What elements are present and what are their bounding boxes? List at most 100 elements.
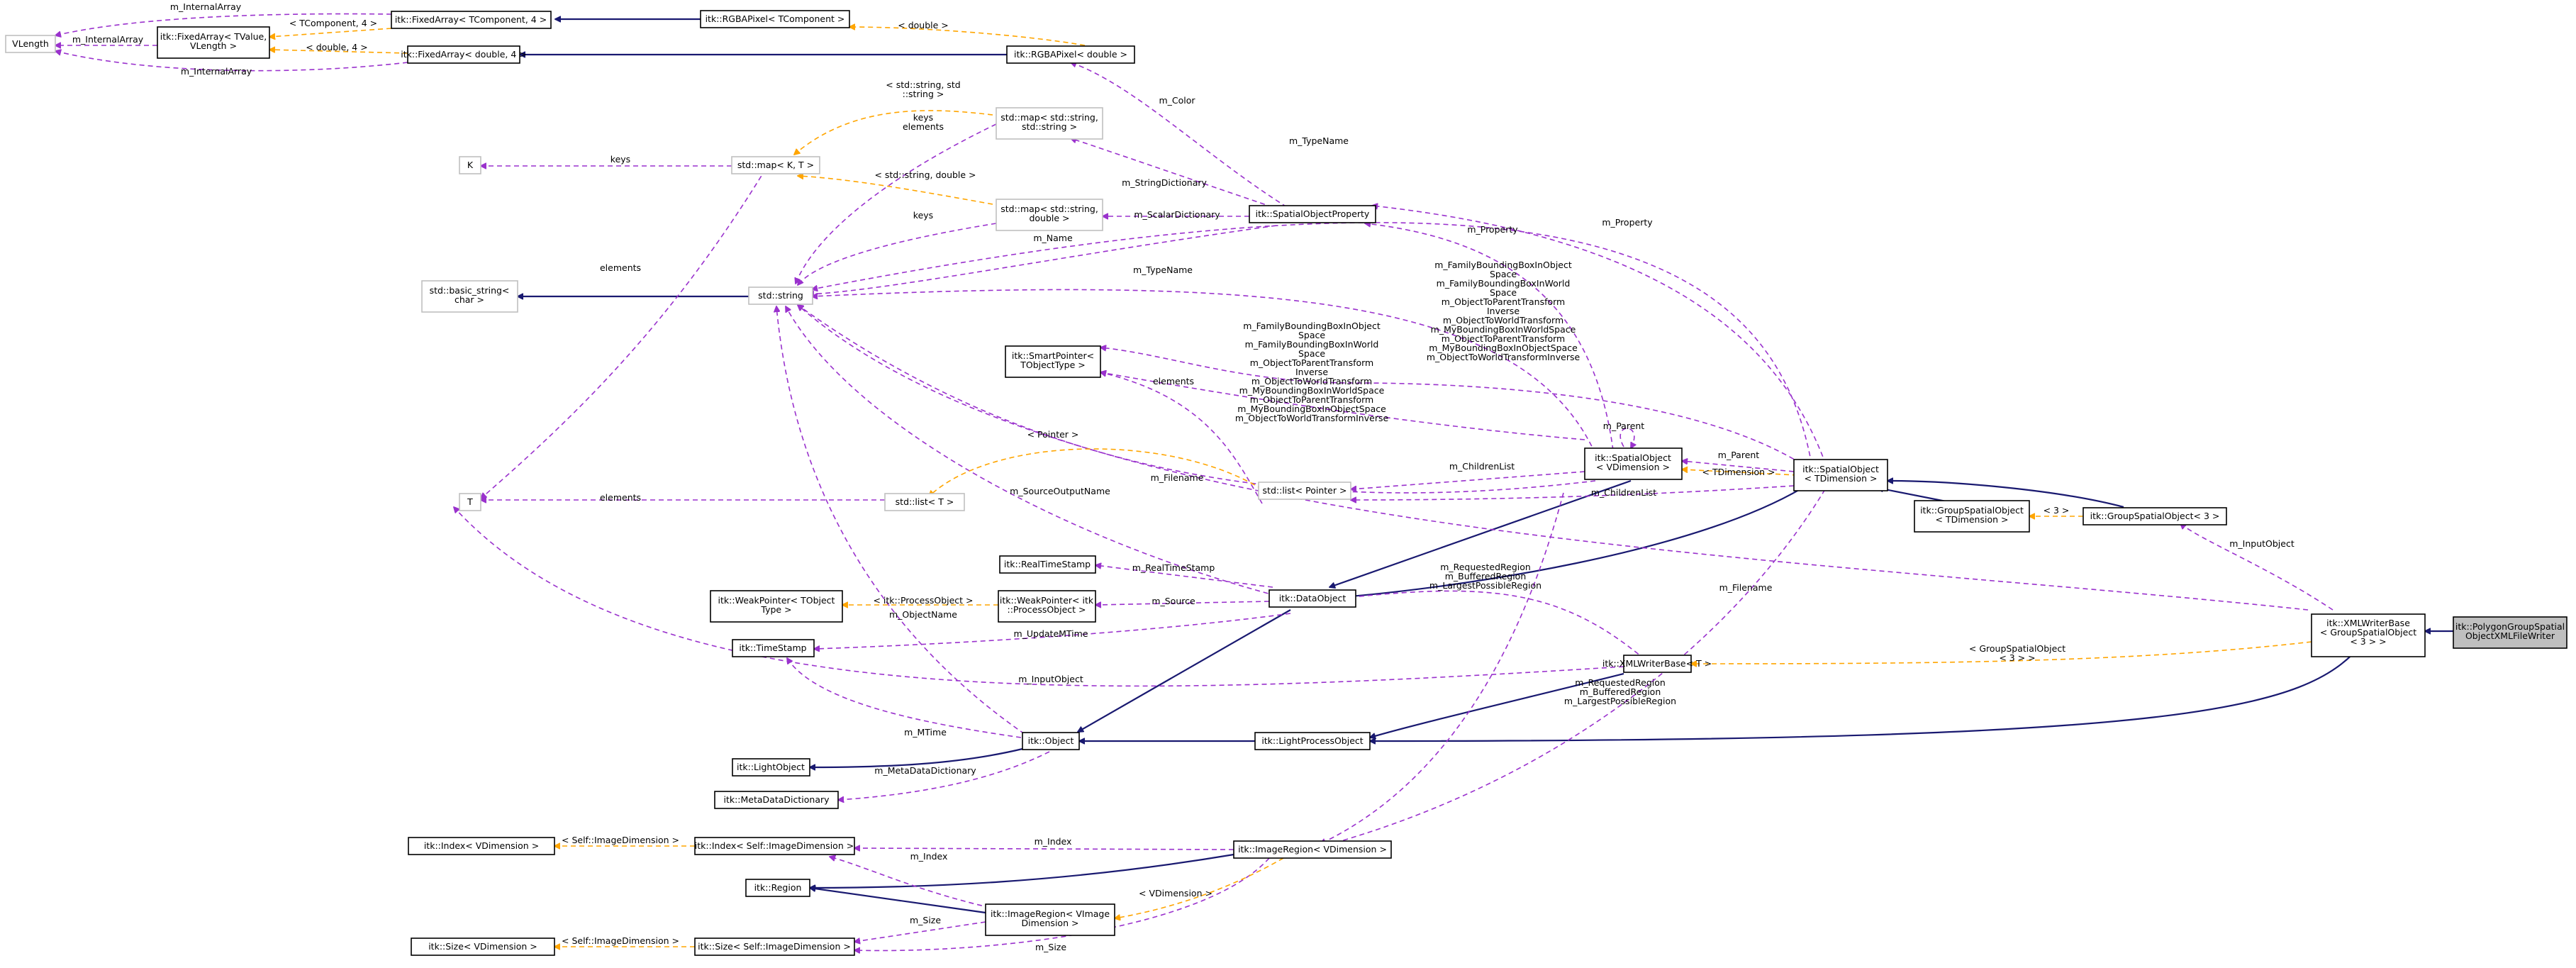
edge-label: m_ChildrenList: [1591, 487, 1656, 498]
node-t[interactable]: T: [459, 493, 481, 511]
edge-usage-sourceoutputname: [786, 306, 1277, 596]
node-std-map-kt[interactable]: std::map< K, T >: [731, 156, 820, 174]
edge-layer: [55, 13, 2453, 951]
node-lightobject[interactable]: itk::LightObject: [732, 758, 810, 777]
edge-label: m_TypeName: [1133, 265, 1193, 275]
text-line: m_ObjectToParentTransform: [1250, 394, 1374, 405]
edge-label: < Pointer >: [1027, 429, 1079, 440]
edge-usage-objectname: [776, 306, 1025, 735]
svg-text:std::string: std::string: [758, 290, 803, 301]
svg-text:itk::SmartPointer<TObjectType: itk::SmartPointer<TObjectType >: [1012, 350, 1094, 370]
node-index-vdim[interactable]: itk::Index< VDimension >: [408, 837, 555, 855]
node-std-basic-string[interactable]: std::basic_string<char >: [421, 280, 518, 313]
text-line: m_BufferedRegion: [1580, 686, 1661, 697]
text-line: keys: [913, 112, 933, 123]
node-fixedarray-tvalue[interactable]: itk::FixedArray< TValue,VLength >: [157, 26, 270, 59]
text-line: Inverse: [1295, 367, 1328, 377]
text-line: itk::GroupSpatialObject: [1920, 505, 2024, 516]
node-lightprocessobject[interactable]: itk::LightProcessObject: [1254, 732, 1371, 750]
text-line: m_Name: [1033, 233, 1073, 243]
svg-text:std::map< K, T >: std::map< K, T >: [737, 160, 814, 170]
node-rgbapixel-tcomponent[interactable]: itk::RGBAPixel< TComponent >: [700, 10, 850, 28]
node-index-self[interactable]: itk::Index< Self::ImageDimension >: [694, 837, 855, 855]
text-line: itk::MetaDataDictionary: [723, 794, 830, 805]
edge-label: < std::string, double >: [874, 169, 976, 180]
text-line: m_MyBoundingBoxInWorldSpace: [1431, 324, 1576, 335]
node-std-map-string-string[interactable]: std::map< std::string,std::string >: [996, 107, 1103, 140]
text-line: itk::FixedArray< TValue,: [160, 31, 267, 42]
node-fixedarray-double4[interactable]: itk::FixedArray< double, 4 >: [401, 45, 527, 64]
text-line: m_Size: [1035, 942, 1066, 952]
text-line: m_UpdateMTime: [1013, 628, 1088, 639]
edge-label-layer: m_InternalArray m_InternalArray m_Intern…: [72, 1, 2295, 952]
node-xmlwriterbase-group[interactable]: itk::XMLWriterBase< GroupSpatialObject< …: [2311, 613, 2426, 657]
node-spatialobjectproperty[interactable]: itk::SpatialObjectProperty: [1249, 205, 1376, 223]
node-groupspatialobject-tdim[interactable]: itk::GroupSpatialObject< TDimension >: [1914, 500, 2030, 533]
text-line: itk::SmartPointer<: [1012, 350, 1094, 361]
node-weakpointer-processobject[interactable]: itk::WeakPointer< itk::ProcessObject >: [998, 590, 1096, 623]
node-layer: VLength itk::FixedArray< TValue,VLength …: [5, 10, 2567, 956]
node-dataobject[interactable]: itk::DataObject: [1269, 589, 1356, 608]
node-size-self[interactable]: itk::Size< Self::ImageDimension >: [694, 938, 855, 956]
node-vlength[interactable]: VLength: [5, 35, 56, 53]
edge-usage-filename-1: [798, 305, 1596, 494]
text-line: m_InternalArray: [72, 34, 144, 45]
node-smartpointer[interactable]: itk::SmartPointer<TObjectType >: [1005, 345, 1101, 378]
node-object[interactable]: itk::Object: [1022, 732, 1080, 750]
svg-text:itk::Size< VDimension >: itk::Size< VDimension >: [428, 941, 537, 952]
node-std-list-t[interactable]: std::list< T >: [884, 493, 965, 511]
node-std-map-string-double[interactable]: std::map< std::string,double >: [996, 199, 1103, 231]
node-imageregion-vdim[interactable]: itk::ImageRegion< VDimension >: [1233, 840, 1392, 859]
node-region[interactable]: itk::Region: [745, 879, 810, 897]
edge-label: < VDimension >: [1139, 888, 1212, 899]
edge-usage-property-2: [1365, 223, 1614, 451]
text-line: < GroupSpatialObject: [1969, 643, 2065, 654]
text-line: m_Filename: [1151, 472, 1204, 483]
edge-label: m_InputObject: [2229, 538, 2295, 549]
text-line: itk::ImageRegion< VImage: [991, 908, 1110, 919]
node-spatialobject-tdim[interactable]: itk::SpatialObject< TDimension >: [1793, 459, 1888, 491]
text-line: itk::Size< VDimension >: [428, 941, 537, 952]
edge-label: m_Parent: [1718, 450, 1760, 460]
text-line: m_Property: [1467, 224, 1518, 235]
edge-label: < double, 4 >: [306, 42, 367, 52]
text-line: m_RequestedRegion: [1440, 562, 1531, 572]
text-line: VLength >: [190, 40, 237, 51]
node-fixedarray-tcomponent[interactable]: itk::FixedArray< TComponent, 4 >: [391, 11, 552, 29]
node-timestamp[interactable]: itk::TimeStamp: [732, 639, 815, 657]
node-k[interactable]: K: [459, 156, 481, 174]
edge-template-double: [849, 27, 1086, 46]
edge-label: < TComponent, 4 >: [289, 18, 377, 28]
text-line: < double >: [898, 20, 949, 30]
node-size-vdim[interactable]: itk::Size< VDimension >: [411, 938, 555, 956]
text-line: ::string >: [903, 89, 944, 99]
text-line: itk::FixedArray< TComponent, 4 >: [395, 14, 547, 25]
edge-usage-stringdict: [1071, 138, 1273, 208]
node-realtimestamp[interactable]: itk::RealTimeStamp: [999, 555, 1096, 574]
text-line: ::ProcessObject >: [1008, 604, 1086, 615]
text-line: elements: [903, 121, 944, 132]
edge-usage-vlength-1: [55, 13, 392, 35]
text-line: m_FamilyBoundingBoxInObject: [1243, 321, 1381, 331]
node-std-list-pointer[interactable]: std::list< Pointer >: [1258, 482, 1351, 500]
node-std-string[interactable]: std::string: [748, 286, 813, 305]
text-line: m_MyBoundingBoxInWorldSpace: [1239, 385, 1385, 396]
node-xmlwriterbase-t[interactable]: itk::XMLWriterBase< T >: [1602, 655, 1712, 673]
text-line: itk::Index< VDimension >: [424, 840, 539, 851]
node-groupspatialobject-3[interactable]: itk::GroupSpatialObject< 3 >: [2082, 507, 2227, 525]
text-line: m_Source: [1152, 596, 1195, 606]
svg-text:std::list< Pointer >: std::list< Pointer >: [1263, 485, 1347, 496]
text-line: itk::GroupSpatialObject< 3 >: [2090, 511, 2220, 521]
node-metadatadictionary[interactable]: itk::MetaDataDictionary: [714, 791, 839, 809]
node-spatialobject-vdim[interactable]: itk::SpatialObject< VDimension >: [1584, 447, 1683, 480]
edge-label: m_Name: [1033, 233, 1073, 243]
edge-usage-inputobject-1: [2180, 523, 2334, 611]
node-rgbapixel-double[interactable]: itk::RGBAPixel< double >: [1006, 45, 1135, 64]
text-line: < std::string, std: [886, 79, 960, 90]
text-line: m_Color: [1159, 95, 1195, 106]
